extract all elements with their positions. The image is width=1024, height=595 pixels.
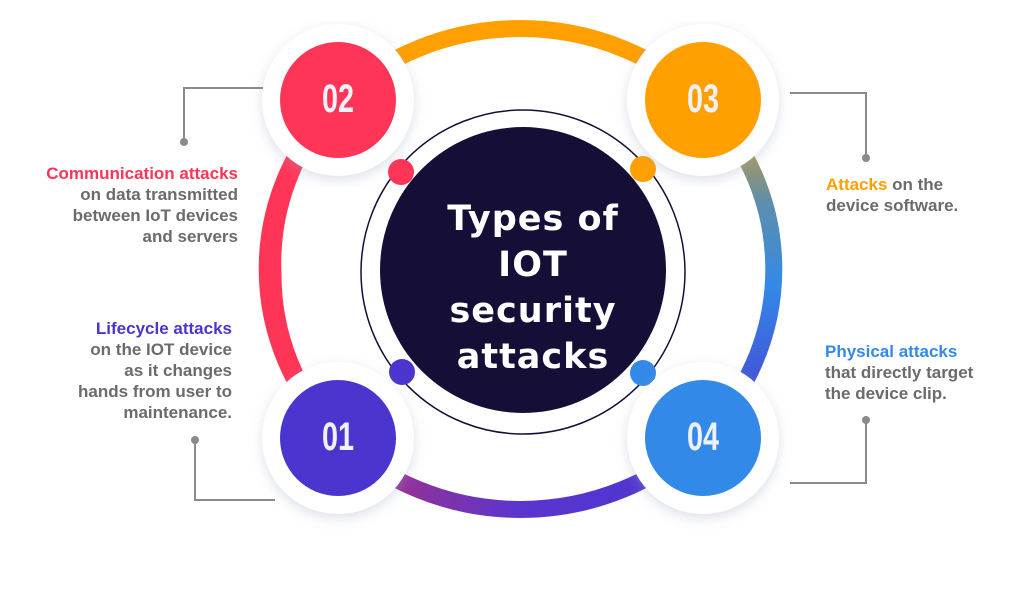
connector-dot-04 [862, 416, 870, 424]
badge-01 [280, 380, 396, 496]
badge-03 [645, 42, 761, 158]
desc-line: the device clip. [825, 384, 947, 403]
heading-rest: on the [887, 175, 944, 194]
desc-physical: Physical attacks that directly target th… [825, 341, 973, 404]
connectors [183, 87, 867, 501]
desc-lifecycle: Lifecycle attacks on the IOT device as i… [78, 318, 232, 423]
heading-lifecycle: Lifecycle attacks [95, 319, 232, 338]
title-line-1: Types of [447, 199, 619, 239]
badge-04 [645, 380, 761, 496]
desc-communication: Communication attacks on data transmitte… [46, 163, 238, 247]
desc-line: device software. [826, 196, 959, 215]
title-line-3: security [449, 291, 617, 331]
heading-communication: Communication attacks [46, 164, 238, 183]
desc-line: and servers [142, 227, 238, 246]
number-04: 04 [686, 415, 720, 459]
dot-02 [388, 159, 414, 185]
number-01: 01 [321, 415, 355, 459]
dot-01 [389, 359, 415, 385]
heading-physical: Physical attacks [825, 342, 958, 361]
title-line-4: attacks [456, 337, 610, 377]
connector-dot-03 [862, 154, 870, 162]
desc-line: as it changes [124, 361, 232, 380]
desc-line: on data transmitted [80, 185, 238, 204]
heading-attacks: Attacks [826, 175, 888, 194]
number-02: 02 [321, 77, 355, 121]
dot-03 [630, 156, 656, 182]
desc-line: between IoT devices [72, 206, 238, 225]
desc-line: maintenance. [123, 403, 232, 422]
desc-line: on the IOT device [90, 340, 232, 359]
connector-dot-02 [180, 138, 188, 146]
connector-dot-01 [191, 436, 199, 444]
badge-02 [280, 42, 396, 158]
dot-04 [630, 360, 656, 386]
center-thin-ring [360, 109, 686, 435]
number-03: 03 [686, 77, 720, 121]
desc-line: that directly target [825, 363, 974, 382]
desc-line: hands from user to [78, 382, 232, 401]
center-title: Types of IOT security attacks [423, 196, 643, 380]
title-line-2: IOT [498, 245, 568, 285]
desc-software: Attacks on the device software. [826, 174, 958, 216]
center-circle [380, 127, 666, 413]
